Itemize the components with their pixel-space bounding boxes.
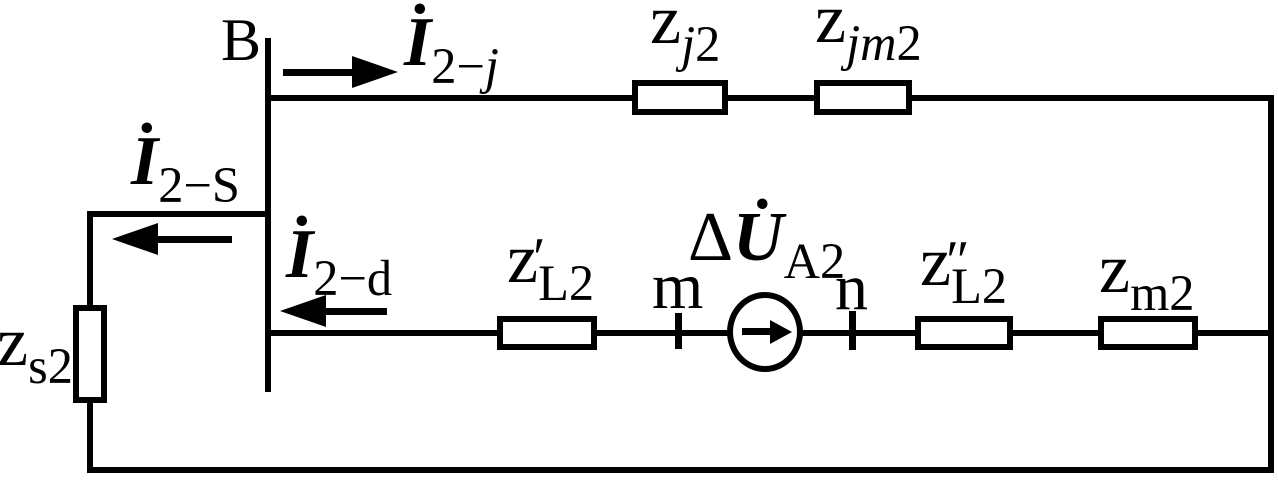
label-impedance-z-s2: zs2 xyxy=(0,308,73,392)
current-symbol: ˙I xyxy=(404,0,431,78)
wire-left-upper xyxy=(87,211,93,311)
label-node-m: m xyxy=(652,254,703,320)
impedance-symbol: z″ xyxy=(920,228,969,298)
phasor-dot: ˙ xyxy=(408,0,432,68)
voltage-source-arrow-head xyxy=(770,320,792,344)
current-arrow-i2d-head xyxy=(280,295,326,327)
bus-bar-line xyxy=(265,38,271,392)
double-prime-mark: ″ xyxy=(946,230,970,292)
current-arrow-i2j-shaft xyxy=(283,69,355,76)
subscript: s2 xyxy=(28,338,73,395)
wire-source-branch xyxy=(90,211,268,217)
prime-mark: ′ xyxy=(533,227,546,289)
resistor-z-l2-double-prime xyxy=(915,316,1013,350)
label-bus-b: B xyxy=(221,10,261,70)
symbol-letter: U xyxy=(733,199,784,276)
current-symbol: ˙I xyxy=(286,207,313,290)
voltage-symbol: ˙U xyxy=(733,190,784,273)
symbol-letter: I xyxy=(404,4,432,81)
label-impedance-z-jm2: zjm2 xyxy=(815,0,922,69)
delta-prefix: Δ xyxy=(688,199,734,276)
subscript: 2−d xyxy=(313,250,393,307)
subscript: A2 xyxy=(783,233,846,290)
subscript: 2 xyxy=(695,16,721,73)
phasor-dot: ˙ xyxy=(290,203,314,280)
wire-left-lower xyxy=(87,397,93,467)
impedance-symbol: z′ xyxy=(507,225,545,295)
node-letter: m xyxy=(652,250,704,323)
current-arrow-i2s-shaft xyxy=(156,236,232,243)
resistor-z-l2-prime xyxy=(497,316,597,350)
node-n-tick xyxy=(849,311,856,350)
symbol-letter: z xyxy=(815,0,847,58)
symbol-letter: I xyxy=(131,123,159,200)
node-m-tick xyxy=(675,313,682,349)
voltage-source-arrow-shaft xyxy=(742,328,772,335)
resistor-z-m2 xyxy=(1098,316,1198,350)
subscript-italic: j xyxy=(681,16,696,73)
subscript-italic: j xyxy=(484,38,499,95)
current-arrow-i2d-shaft xyxy=(326,308,387,315)
current-symbol: ˙I xyxy=(131,114,158,197)
label-impedance-z-m2: zm2 xyxy=(1099,235,1194,319)
symbol-letter: z xyxy=(507,221,539,298)
symbol-letter: z xyxy=(1099,231,1131,308)
label-current-i2-s: ˙I2−S xyxy=(131,114,240,214)
wire-top-branch xyxy=(268,95,1274,101)
subscript: m2 xyxy=(1130,265,1195,322)
symbol-letter: z xyxy=(920,224,952,301)
resistor-z-jm2 xyxy=(814,80,912,115)
label-impedance-z-l2-prime: z′L2 xyxy=(507,225,594,309)
symbol-letter: I xyxy=(286,216,314,293)
label-source-delta-u-a2: Δ˙UA2 xyxy=(688,190,846,290)
node-letter: n xyxy=(835,251,868,324)
current-arrow-i2j-head xyxy=(352,56,398,88)
label-node-n: n xyxy=(835,255,868,321)
resistor-z-s2 xyxy=(73,305,107,403)
symbol-letter: z xyxy=(650,0,682,59)
subscript-italic: jm xyxy=(846,15,897,72)
phasor-dot: ˙ xyxy=(750,186,774,263)
current-arrow-i2s-head xyxy=(112,223,158,255)
resistor-z-j2 xyxy=(632,80,728,115)
wire-right-side xyxy=(1268,95,1274,473)
subscript: L2 xyxy=(951,258,1008,315)
subscript: 2− xyxy=(431,38,485,95)
bus-letter: B xyxy=(221,7,262,73)
wire-bottom-return xyxy=(87,467,1274,473)
subscript: L2 xyxy=(538,255,595,312)
subscript: 2−S xyxy=(158,157,240,214)
label-impedance-z-j2: zj2 xyxy=(650,0,720,70)
label-current-i2-d: ˙I2−d xyxy=(286,207,393,307)
label-impedance-z-l2-double-prime: z″L2 xyxy=(920,228,1007,312)
symbol-letter: z xyxy=(0,304,29,381)
label-current-i2-j: ˙I2−j xyxy=(404,0,499,95)
subscript: 2 xyxy=(896,15,922,72)
phasor-dot: ˙ xyxy=(135,110,159,187)
